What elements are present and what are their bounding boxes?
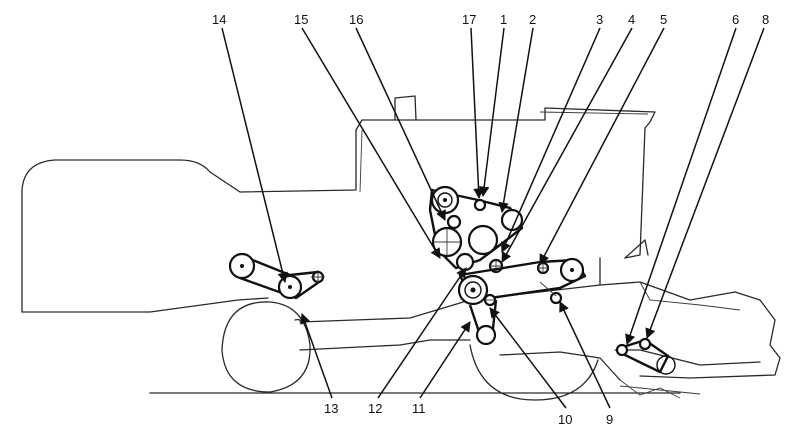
label-5: 5 [660,12,667,27]
label-8: 8 [762,12,769,27]
label-3: 3 [596,12,603,27]
left-drive [228,252,325,300]
front-wheel [221,301,311,393]
label-4: 4 [628,12,635,27]
header-drive [615,337,676,375]
leader-lines [221,27,765,409]
rear-hood [21,129,357,313]
label-11: 11 [412,401,426,416]
central-lower [457,257,587,346]
label-9: 9 [606,412,613,427]
central-cluster [428,185,524,274]
label-15: 15 [294,12,308,27]
callout-labels: 14 15 16 17 1 2 3 4 5 6 8 13 12 11 10 9 [212,12,769,427]
label-17: 17 [462,12,476,27]
rear-wheel [469,344,599,401]
label-1: 1 [500,12,507,27]
label-14: 14 [212,12,226,27]
label-10: 10 [558,412,572,427]
label-6: 6 [732,12,739,27]
label-13: 13 [324,401,338,416]
label-2: 2 [529,12,536,27]
feeder-house [599,257,781,379]
label-12: 12 [368,401,382,416]
grain-tank [355,107,656,259]
drive-system [228,185,676,375]
label-16: 16 [349,12,363,27]
